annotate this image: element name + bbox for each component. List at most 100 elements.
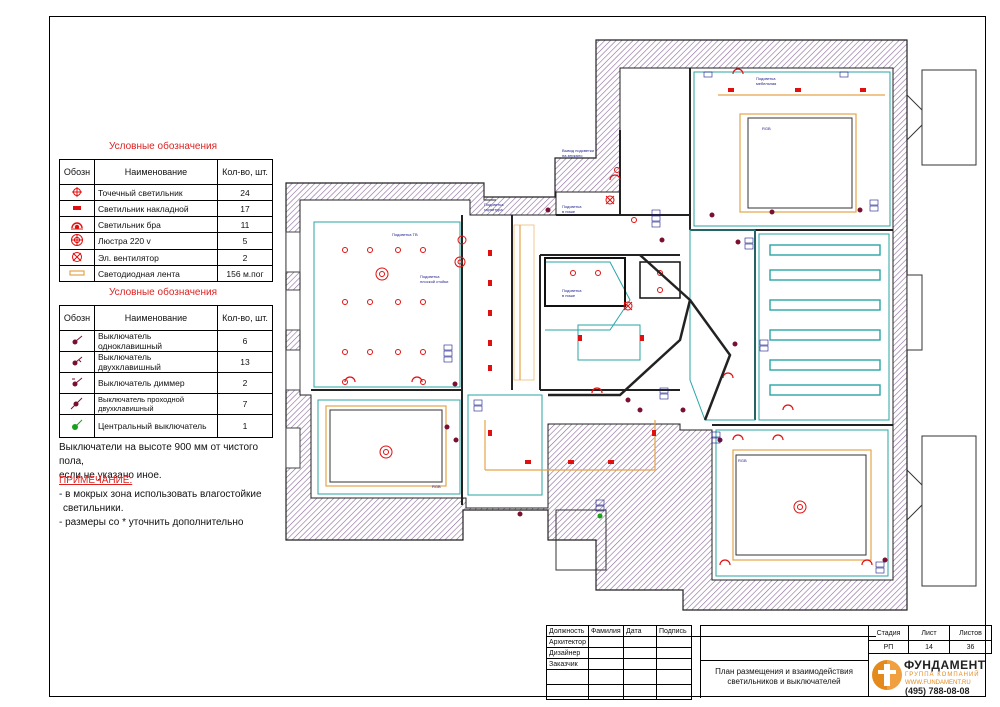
single-switch-icon — [72, 335, 83, 345]
remarks: ПРИМЕЧАНИЕ: - в мокрых зона использовать… — [59, 474, 284, 530]
company-site: WWW.FUNDAMENT.RU — [905, 680, 971, 686]
role-header: Должность — [546, 625, 589, 637]
spot-light-icon — [72, 186, 82, 197]
ceiling-contours — [313, 71, 891, 577]
label-niche: Подсветка — [562, 288, 582, 293]
label-niche2: в нише — [562, 209, 576, 214]
fundament-logo-icon — [872, 660, 902, 690]
header-count: Кол-во, шт. — [217, 159, 273, 185]
company-sub: ГРУППА КОМПАНИЙ — [905, 672, 980, 678]
pass-switch-icon — [70, 397, 83, 410]
table-row: Выключатель одноклавишный 6 — [59, 330, 273, 352]
role-header: Фамилия — [587, 625, 624, 637]
label-headset2: гарнитура — [484, 207, 503, 212]
surface-light-icon — [73, 205, 81, 210]
led-strips — [325, 94, 885, 561]
kitchen-niche — [544, 257, 681, 307]
switches — [444, 207, 888, 563]
label-rack: Подсветка — [420, 274, 440, 279]
legend-lights-table: Обозн Наименование Кол-во, шт. Точечный … — [59, 159, 273, 282]
label-rgb: RGB — [738, 458, 747, 463]
header-symbol: Обозн — [59, 305, 95, 331]
circuit-tags — [443, 71, 885, 574]
label-mirror2: на зеркало — [562, 153, 583, 158]
sheet-title-line: светильников и выключателей — [727, 677, 841, 686]
ventilators — [605, 195, 633, 311]
plan-annotations: Подсветка ТВ Подсветка плоской стойки По… — [392, 76, 776, 489]
title-block-roles: Должность Фамилия Дата Подпись Архитекто… — [546, 625, 876, 700]
label-rack2: плоской стойки — [420, 279, 448, 284]
label-tv: Подсветка ТВ — [392, 232, 418, 237]
table-row: Центральный выключатель 1 — [59, 414, 273, 438]
window-left — [285, 231, 301, 469]
note-line: - размеры со * уточнить дополнительно — [59, 517, 244, 528]
legend-switches-title: Условные обозначения — [108, 287, 218, 298]
table-row — [546, 669, 876, 685]
table-row: Светильник бра 11 — [59, 216, 273, 233]
label-furniture2: мебельная — [756, 81, 776, 86]
legend-lights-title: Условные обозначения — [108, 141, 218, 152]
central-switch — [597, 513, 603, 519]
chandeliers — [375, 235, 807, 514]
note-line: - в мокрых зона использовать влагостойки… — [59, 489, 262, 500]
label-furniture: Подсветка — [756, 76, 776, 81]
label-rgb: RGB — [432, 484, 441, 489]
meta-value: 36 — [949, 640, 992, 654]
title-block-meta: Стадия Лист Листов РП 14 36 — [868, 625, 992, 654]
central-switch-icon — [72, 419, 83, 430]
note-line: если не указано иное. — [59, 470, 162, 481]
kitchen-cabinet — [513, 224, 535, 381]
spot-lights — [342, 167, 663, 385]
legend-count: 7 — [217, 393, 273, 415]
label-niche3: в нише — [562, 293, 576, 298]
table-row: Светодиодная лента 156 м.пог — [59, 265, 273, 282]
table-row: Светильник накладной 17 — [59, 200, 273, 217]
legend-name: Центральный выключатель — [94, 414, 218, 438]
drawing-frame — [49, 16, 986, 697]
role-header: Подпись — [655, 625, 692, 637]
sconce-icon — [71, 221, 83, 229]
led-strip-icon — [69, 269, 85, 276]
wardrobe-shelves — [769, 244, 881, 396]
note-line: светильники. — [63, 503, 124, 514]
label-rgb: RGB — [762, 126, 771, 131]
ceiling-panels — [329, 117, 867, 556]
title-block-divider — [868, 625, 869, 697]
label-mirror: Вывод подсветки — [562, 148, 594, 153]
surface-lights — [488, 88, 866, 464]
title-block-divider — [700, 660, 868, 661]
role-name: Заказчик — [546, 658, 589, 670]
legend-count: 156 м.пог — [217, 265, 273, 282]
role-name: Дизайнер — [546, 647, 589, 659]
note-line: Выключатели на высоте 900 мм от чистого … — [59, 442, 259, 467]
table-row: Выключатель двухклавишный 13 — [59, 351, 273, 373]
header-count: Кол-во, шт. — [217, 305, 273, 331]
legend-lights-header: Обозн Наименование Кол-во, шт. — [59, 159, 273, 185]
sconces — [344, 68, 873, 566]
header-name: Наименование — [94, 159, 218, 185]
remark-title: ПРИМЕЧАНИЕ: — [59, 475, 133, 486]
meta-header: Листов — [949, 625, 992, 641]
chandelier-icon — [71, 234, 83, 246]
title-block-main — [700, 625, 987, 698]
legend-switches-header: Обозн Наименование Кол-во, шт. — [59, 305, 273, 331]
table-row — [546, 684, 876, 700]
legend-count: 1 — [217, 414, 273, 438]
table-row: Стадия Лист Листов — [868, 625, 992, 641]
company-phone: (495) 788-08-08 — [905, 686, 970, 696]
meta-value: РП — [868, 640, 909, 654]
switch-height-note: Выключатели на высоте 900 мм от чистого … — [59, 441, 284, 483]
role-name: Архитектор — [546, 636, 589, 648]
label-headset: Подсветка — [484, 202, 504, 207]
corridor-walls — [548, 254, 732, 421]
legend-switches-table: Обозн Наименование Кол-во, шт. Выключате… — [59, 305, 273, 438]
company-name: ФУНДАМЕНТ — [904, 658, 986, 672]
entry-door — [483, 183, 607, 571]
double-switch-icon — [72, 356, 83, 366]
label-niche: Подсветка — [562, 204, 582, 209]
meta-header: Лист — [908, 625, 950, 641]
table-row: Выключатель проходной двухклавишный 7 — [59, 393, 273, 415]
table-row: РП 14 36 — [868, 640, 992, 654]
meta-header: Стадия — [868, 625, 909, 641]
